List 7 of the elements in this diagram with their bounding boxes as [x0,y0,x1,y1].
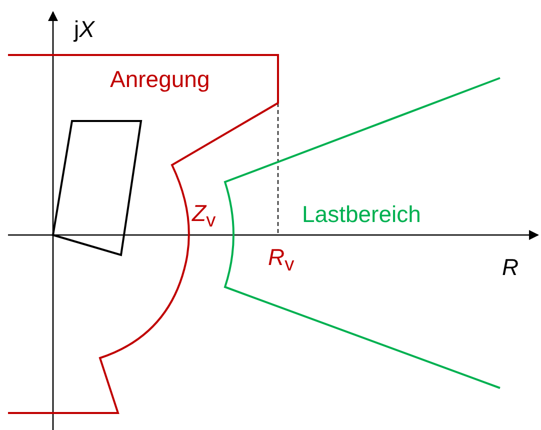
zone-label: Anregung [110,68,210,91]
impedance-label: Z$_{v}$ [192,202,216,231]
quadrilateral-outline [52,120,142,256]
resistance-label: R$_{v}$ [268,246,294,275]
zone-label: Lastbereich [302,203,421,226]
axis-label: jX [74,18,94,41]
axis-label: R [502,256,519,279]
